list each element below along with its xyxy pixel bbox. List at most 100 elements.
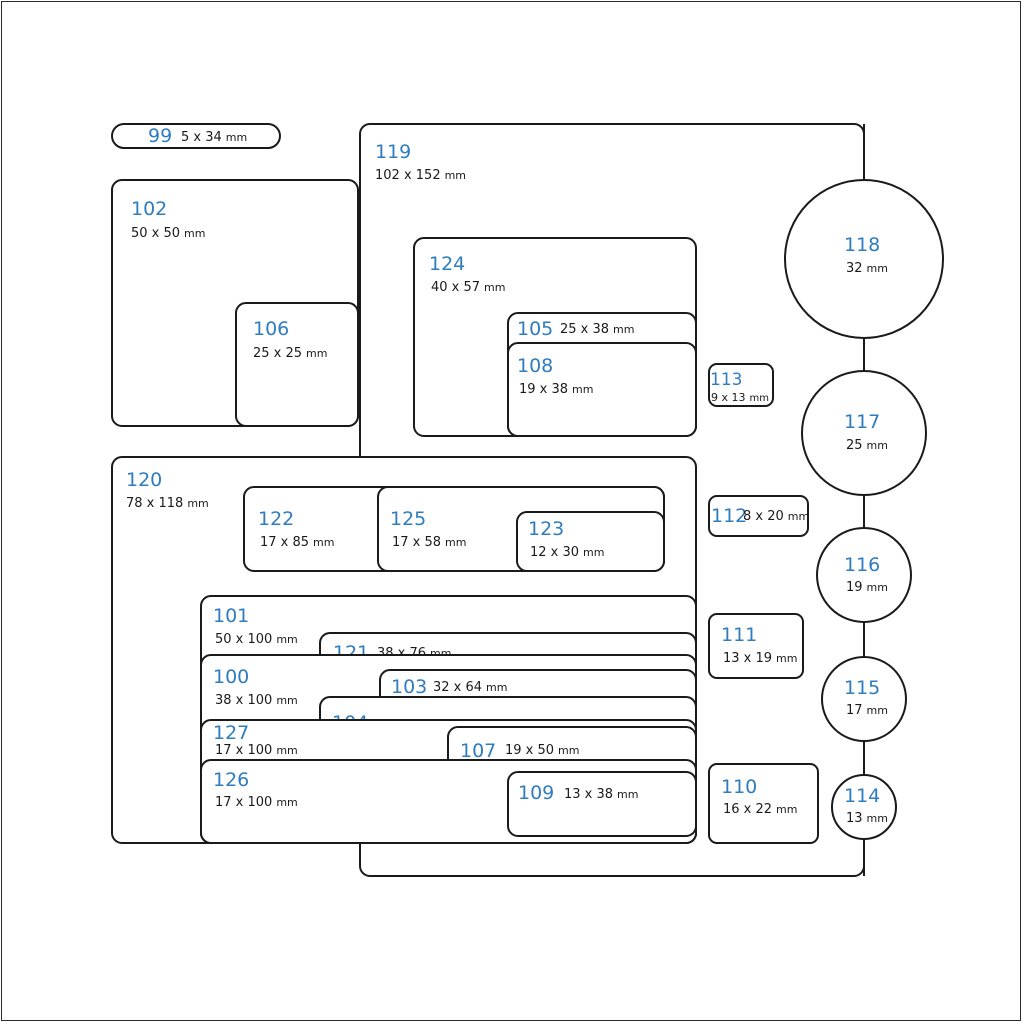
label-106-number: 106 [253, 318, 289, 340]
label-106-outline [235, 302, 359, 427]
label-111-dimensions: 13 x 19 mm [723, 651, 797, 666]
label-109-dimension-unit: mm [617, 788, 638, 801]
label-127-dimension-unit: mm [276, 744, 297, 757]
label-115-dimensions: 17 mm [846, 703, 888, 718]
label-shapes: 99 5 x 34 mm 119 102 x 152 mm 102 50 x 50 mm 106 2… [111, 123, 944, 877]
label-115-dimension-unit: mm [867, 704, 888, 717]
label-116-number: 116 [844, 554, 880, 576]
label-125-number: 125 [390, 508, 426, 530]
label-114-number: 114 [844, 785, 880, 807]
label-101-number: 101 [213, 605, 249, 627]
label-102-dimensions: 50 x 50 mm [131, 226, 205, 241]
label-111-outline [708, 613, 804, 679]
label-103-dimension-unit: mm [486, 681, 507, 694]
label-109-dimension-value: 13 x 38 [564, 787, 613, 802]
label-111-dimension-value: 13 x 19 [723, 651, 772, 666]
label-102-dimension-unit: mm [184, 227, 205, 240]
label-115-dimension-value: 17 [846, 703, 863, 718]
label-115: 115 17 mm [821, 656, 907, 742]
label-122-dimension-unit: mm [313, 536, 334, 549]
label-116-circle-outline [816, 527, 912, 623]
label-117-dimension-unit: mm [867, 439, 888, 452]
label-125-dimension-value: 17 x 58 [392, 535, 441, 550]
label-124-dimension-unit: mm [484, 281, 505, 294]
label-110-number: 110 [721, 776, 757, 798]
label-103-number: 103 [391, 676, 427, 698]
label-115-number: 115 [844, 677, 880, 699]
label-108-dimension-value: 19 x 38 [519, 382, 568, 397]
label-112-dimension-value: 8 x 20 [743, 509, 784, 524]
label-106-dimension-unit: mm [306, 347, 327, 360]
label-118-number: 118 [844, 234, 880, 256]
label-112-dimension-unit: mm [788, 510, 809, 523]
label-102-number: 102 [131, 198, 167, 220]
label-117-circle-outline [801, 370, 927, 496]
label-113-number: 113 [710, 370, 742, 390]
label-114-dimension-value: 13 [846, 811, 863, 826]
label-117-dimensions: 25 mm [846, 438, 888, 453]
label-108-outline [507, 342, 697, 437]
label-99-number: 99 [148, 125, 172, 147]
label-123-outline [516, 511, 665, 572]
label-122-dimension-value: 17 x 85 [260, 535, 309, 550]
label-124-dimension-value: 40 x 57 [431, 280, 480, 295]
label-103-dimensions: 32 x 64 mm [433, 680, 507, 695]
label-118-dimension-unit: mm [867, 262, 888, 275]
label-120-number: 120 [126, 469, 162, 491]
label-99: 99 5 x 34 mm [111, 123, 281, 149]
label-111-number: 111 [721, 624, 757, 646]
label-100-dimension-value: 38 x 100 [215, 693, 272, 708]
label-105-number: 105 [517, 318, 553, 340]
label-119-dimensions: 102 x 152 mm [375, 168, 466, 183]
label-100-dimension-unit: mm [276, 694, 297, 707]
label-112-number: 112 [711, 505, 747, 527]
label-118-dimensions: 32 mm [846, 261, 888, 276]
label-124-number: 124 [429, 253, 465, 275]
label-111-dimension-unit: mm [776, 652, 797, 665]
label-119-number: 119 [375, 141, 411, 163]
label-109-dimensions: 13 x 38 mm [564, 787, 638, 802]
label-113-outline [708, 363, 774, 407]
label-102-dimension-value: 50 x 50 [131, 226, 180, 241]
label-118-dimension-value: 32 [846, 261, 863, 276]
label-99-dimension-value: 5 x 34 [181, 130, 222, 145]
label-108-dimensions: 19 x 38 mm [519, 382, 593, 397]
label-124-dimensions: 40 x 57 mm [431, 280, 505, 295]
label-117-dimension-value: 25 [846, 438, 863, 453]
label-111: 111 13 x 19 mm [708, 613, 804, 679]
label-109-number: 109 [518, 782, 554, 804]
label-107-number: 107 [460, 740, 496, 762]
label-119-dimension-value: 102 x 152 [375, 168, 441, 183]
label-100-dimensions: 38 x 100 mm [215, 693, 298, 708]
label-101-dimension-unit: mm [276, 633, 297, 646]
label-119-dimension-unit: mm [445, 169, 466, 182]
label-113-dimension-unit: mm [750, 393, 769, 404]
label-99-dimension-unit: mm [226, 131, 247, 144]
label-100-number: 100 [213, 666, 249, 688]
label-103-dimension-value: 32 x 64 [433, 680, 482, 695]
label-108-dimension-unit: mm [572, 383, 593, 396]
label-126-dimensions: 17 x 100 mm [215, 795, 298, 810]
label-108-number: 108 [517, 355, 553, 377]
label-126-dimension-unit: mm [276, 796, 297, 809]
label-123-number: 123 [528, 518, 564, 540]
label-120-dimension-unit: mm [187, 497, 208, 510]
label-126-dimension-value: 17 x 100 [215, 795, 272, 810]
label-99-dimensions: 5 x 34 mm [181, 130, 247, 145]
